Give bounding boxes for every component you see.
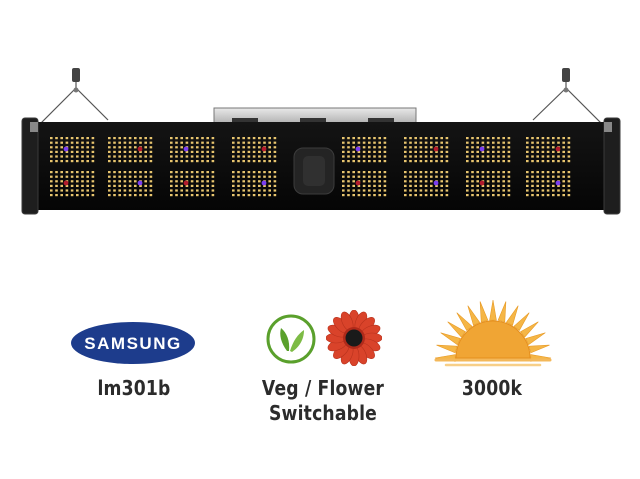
feature-label-lm301b: lm301b [97, 376, 171, 400]
feature-label-veg-flower: Veg / Flower Switchable [252, 376, 395, 426]
sun-icon [434, 299, 552, 367]
samsung-logo: SAMSUNG [71, 322, 195, 364]
feature-label-veg-flower-line2: Switchable [268, 401, 378, 425]
suspension-wires [35, 72, 607, 129]
feature-label-3000k: 3000k [461, 376, 523, 400]
led-panel [21, 117, 621, 215]
led-array [50, 137, 571, 197]
grow-light-fixture [21, 68, 621, 215]
feature-label-veg-flower-line1: Veg / Flower [261, 376, 385, 400]
leaf-icon [266, 314, 316, 364]
flower-icon [326, 310, 382, 366]
samsung-brand-text: SAMSUNG [84, 334, 181, 353]
hanger-hooks [72, 68, 570, 93]
